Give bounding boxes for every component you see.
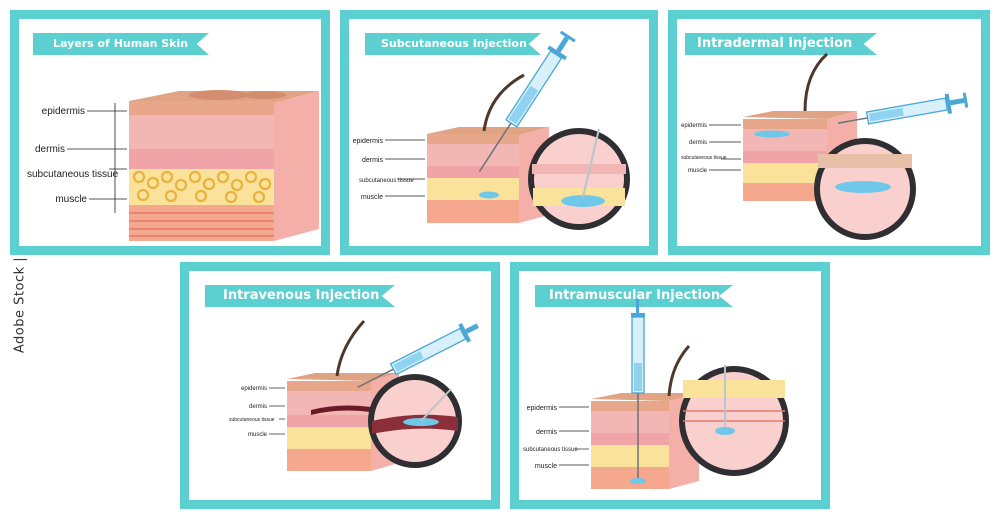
intravenous-illustration: epidermis dermis subcutaneous tissue mus… [229,319,479,471]
label-epidermis: epidermis [241,386,267,392]
panel-subcutaneous: Subcutaneous Injection epidermis [340,10,658,255]
skin-layers-illustration: epidermis dermis subcutaneous tissue mus… [27,90,319,241]
label-muscle: muscle [688,168,708,174]
label-dermis: dermis [689,140,707,146]
label-dermis: dermis [249,404,267,410]
label-dermis: dermis [362,157,384,164]
label-epidermis: epidermis [527,405,558,412]
panel-skin-layers: Layers of Human Skin [10,10,330,255]
label-subcutaneous-tissue: subcutaneous tissue [27,169,119,180]
label-muscle: muscle [535,463,557,470]
label-subcutaneous-tissue: subcutaneous tissue [523,447,578,453]
panel-title: Subcutaneous Injection [365,33,541,55]
label-muscle: muscle [361,194,383,201]
panel-title: Intradermal Injection [685,33,877,55]
panel-intramuscular: Intramuscular Injection epidermis dermis… [510,262,830,509]
label-subcutaneous-tissue: subcutaneous tissue [681,155,727,161]
label-subcutaneous-tissue: subcutaneous tissue [229,417,275,423]
label-dermis: dermis [536,429,558,436]
panel-title: Intramuscular Injection [535,285,733,307]
label-epidermis: epidermis [681,123,707,129]
intramuscular-illustration: epidermis dermis subcutaneous tissue mus… [523,299,789,489]
label-dermis: dermis [35,144,65,155]
panel-title: Intravenous Injection [205,285,395,307]
panel-title: Layers of Human Skin [33,33,209,55]
panel-intradermal: Intradermal Injection epidermis dermis [668,10,990,255]
subcutaneous-illustration: epidermis dermis subcutaneous tissue mus… [353,30,630,230]
intradermal-illustration: epidermis dermis subcutaneous tissue mus… [681,52,969,240]
label-epidermis: epidermis [42,106,85,117]
label-muscle: muscle [248,432,268,438]
panel-intravenous: Intravenous Injection epidermis dermis s… [180,262,500,509]
label-muscle: muscle [55,194,87,205]
label-subcutaneous-tissue: subcutaneous tissue [359,178,414,184]
label-epidermis: epidermis [353,138,384,145]
